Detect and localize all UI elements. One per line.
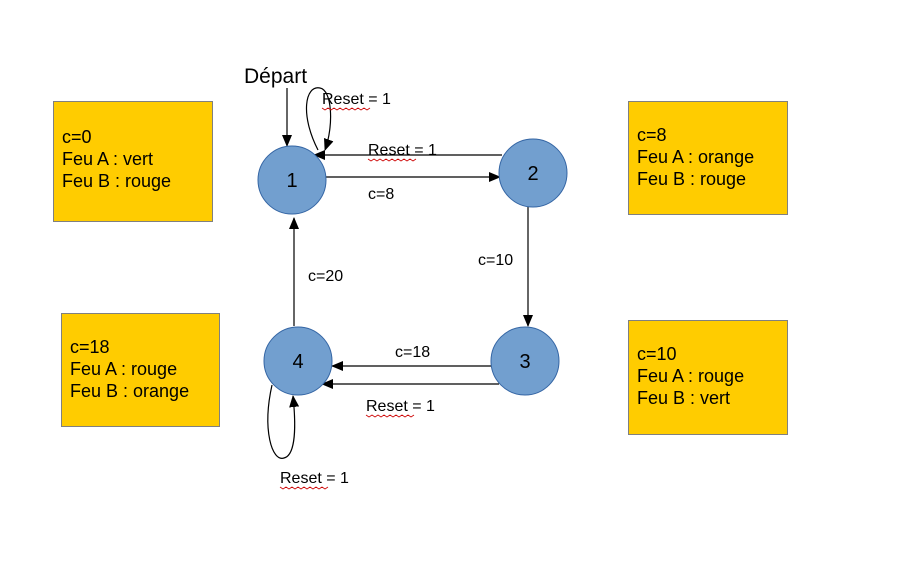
edge-label-c10: c=10 xyxy=(478,252,513,269)
state-box-4-counter: c=18 xyxy=(70,337,110,357)
state-box-4-light-a: Feu A : rouge xyxy=(70,359,178,379)
state-box-2-counter: c=8 xyxy=(637,125,667,145)
state-box-1-light-b: Feu B : rouge xyxy=(62,171,172,191)
state-box-4-light-b: Feu B : orange xyxy=(70,381,190,401)
state-node-2-label: 2 xyxy=(527,163,538,185)
edge-label-reset-3-4: Reset = 1 xyxy=(366,398,435,415)
state-box-1-counter: c=0 xyxy=(62,127,92,147)
state-box-2-light-a: Feu A : orange xyxy=(637,147,755,167)
state-node-4-label: 4 xyxy=(292,351,303,373)
state-box-2: c=8 Feu A : orange Feu B : rouge xyxy=(628,101,788,215)
state-box-3: c=10 Feu A : rouge Feu B : vert xyxy=(628,320,788,435)
state-box-3-light-a: Feu A : rouge xyxy=(637,366,745,386)
self-loop-4 xyxy=(267,384,300,459)
edge-label-reset-self-1: Reset = 1 xyxy=(322,91,391,108)
self-loop-1 xyxy=(306,87,334,151)
spellcheck-underline xyxy=(321,107,371,111)
edge-label-c18: c=18 xyxy=(395,344,430,361)
start-label: Départ xyxy=(244,65,307,88)
state-node-2: 2 xyxy=(498,138,568,208)
edge-label-c8: c=8 xyxy=(368,186,394,203)
state-box-1: c=0 Feu A : vert Feu B : rouge xyxy=(53,101,213,222)
spellcheck-underline xyxy=(279,486,329,490)
state-box-2-light-b: Feu B : rouge xyxy=(637,169,747,189)
edge-label-reset-self-4: Reset = 1 xyxy=(280,470,349,487)
state-node-1-label: 1 xyxy=(286,170,297,192)
edge-label-reset-2-1: Reset = 1 xyxy=(368,142,437,159)
edge-label-c20: c=20 xyxy=(308,268,343,285)
spellcheck-underline xyxy=(365,414,415,418)
state-box-3-light-b: Feu B : vert xyxy=(637,388,731,408)
state-node-4: 4 xyxy=(263,326,333,396)
state-node-3: 3 xyxy=(490,326,560,396)
state-node-1: 1 xyxy=(257,145,327,215)
spellcheck-underline xyxy=(367,158,417,162)
state-box-3-counter: c=10 xyxy=(637,344,677,364)
state-box-1-light-a: Feu A : vert xyxy=(62,149,154,169)
state-box-4: c=18 Feu A : rouge Feu B : orange xyxy=(61,313,220,427)
state-node-3-label: 3 xyxy=(519,351,530,373)
